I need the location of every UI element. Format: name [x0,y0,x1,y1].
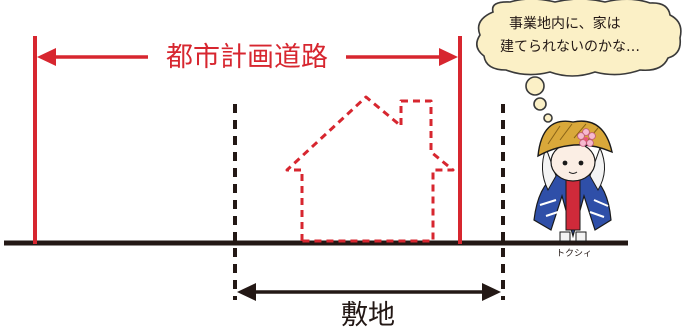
mascot-name: トクシィ [556,248,592,259]
mascot-foot-left [559,231,571,242]
mascot-foot-right [575,231,587,242]
road-arrow-left-head [37,48,56,66]
thought-dot-large [525,76,545,96]
mascot-sash [565,179,581,231]
site-width-arrow [237,283,501,301]
mascot-mouth [568,171,578,174]
site-label: 敷地 [341,300,395,327]
mascot-eye-left [562,160,568,166]
site-arrow-left-head [237,283,256,301]
mascot-sakura-center [584,137,588,141]
thought-dot-medium [533,97,547,111]
thought-cloud [476,0,682,77]
bubble-line-2: 建てられないのかな… [500,39,640,55]
thought-dot-small [543,113,553,123]
mascot-hat [537,120,613,158]
mascot-character-icon [533,120,613,242]
thought-bubble [476,0,682,123]
mascot-eye-right [578,160,584,166]
site-arrow-right-head [482,283,501,301]
site-boundaries [233,104,505,300]
road-label-backdrop [148,36,346,74]
mascot-hat-weave [547,123,599,145]
road-arrow-right-head [439,48,458,66]
mascot-robe-pattern [539,199,609,218]
bubble-line-1: 事業地内に、家は [509,15,621,32]
mascot-face [550,142,596,182]
mascot-sakura-icon [577,128,596,147]
road-label: 都市計画道路 [166,42,328,73]
house-outline [285,95,455,243]
